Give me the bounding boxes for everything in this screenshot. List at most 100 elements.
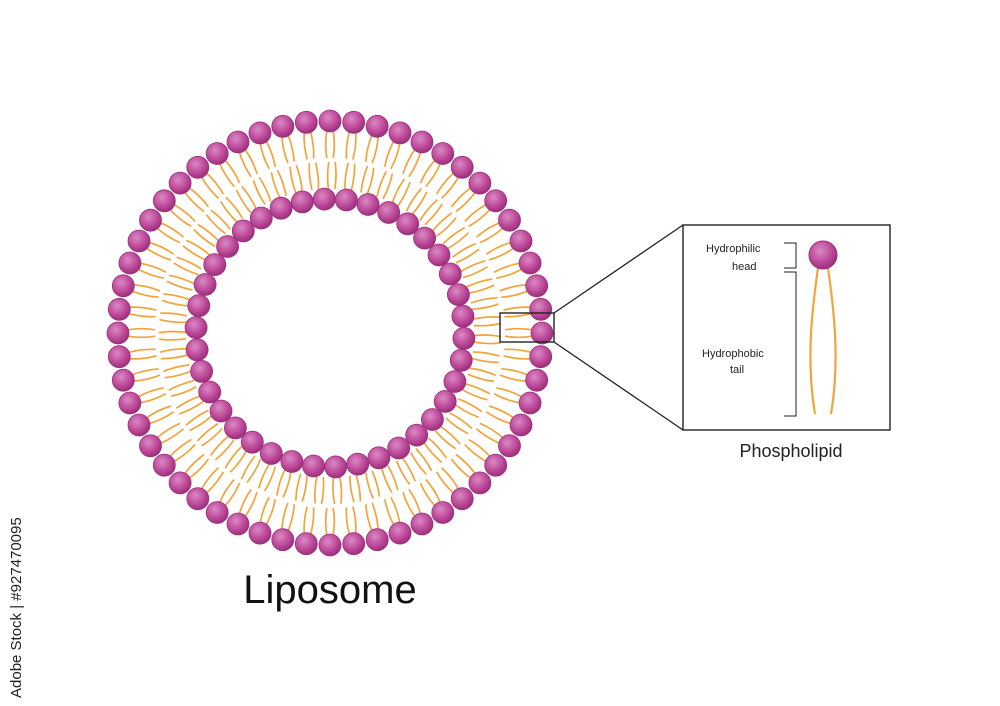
- lipid-tail: [454, 403, 480, 419]
- lipid-tail: [383, 499, 395, 526]
- lipid-tail: [464, 203, 487, 222]
- lipid-tail: [276, 169, 288, 196]
- lipid-tail: [472, 351, 500, 357]
- lipid-head: [118, 391, 142, 415]
- lipid-head: [509, 229, 533, 253]
- lipid-tail: [462, 265, 489, 279]
- lipid-tail: [475, 222, 500, 238]
- lipid-head: [168, 471, 192, 495]
- lipid-tail: [464, 382, 491, 395]
- lipid-tail: [156, 227, 181, 244]
- lipid-tail: [175, 395, 201, 409]
- lipid-tail: [244, 491, 258, 517]
- lipid-tail: [439, 425, 461, 445]
- lipid-tail: [294, 473, 302, 501]
- lipid-head: [484, 189, 508, 213]
- lipid-tail: [451, 242, 477, 258]
- lipid-tail: [395, 460, 411, 485]
- lipid-head: [438, 262, 462, 286]
- lipid-head: [420, 408, 444, 431]
- lipid-tail: [431, 212, 453, 233]
- lipid-head: [111, 274, 135, 298]
- lipid-head: [107, 345, 131, 369]
- lipid-head: [525, 274, 549, 298]
- lipid-head: [184, 316, 208, 340]
- lipid-tail: [324, 507, 328, 536]
- lipid-tail: [176, 256, 202, 270]
- lipid-tail: [287, 504, 296, 531]
- lipid-tail: [133, 374, 161, 382]
- outer-leaflet-tails: [127, 130, 533, 536]
- lipid-tail: [504, 312, 532, 318]
- lipid-tail: [188, 187, 210, 208]
- lipid-tail: [459, 259, 486, 273]
- lipid-tail: [468, 284, 495, 294]
- lipid-head: [248, 121, 272, 145]
- lipid-tail: [435, 471, 454, 494]
- lipid-tail: [446, 232, 470, 250]
- lipid-head: [205, 501, 229, 524]
- lipid-tail: [220, 200, 239, 224]
- lipid-tail: [295, 164, 303, 192]
- lipid-tail: [219, 163, 235, 188]
- lipid-tail: [425, 163, 441, 188]
- lipid-tail: [469, 367, 497, 377]
- lipid-tail: [132, 367, 159, 376]
- lipid-head: [484, 453, 508, 477]
- lipid-tail: [159, 347, 187, 354]
- liposome: [106, 109, 554, 557]
- lipid-head: [443, 370, 467, 393]
- lipid-head: [271, 528, 295, 552]
- lipid-tail: [409, 451, 427, 475]
- lipid-tail: [471, 303, 499, 311]
- lipid-tail: [303, 506, 309, 534]
- lipid-head: [410, 512, 434, 536]
- lipid-tail: [471, 357, 499, 364]
- lipid-tail: [161, 299, 189, 307]
- lipid-tail: [238, 152, 252, 178]
- inset-caption: Phospholipid: [739, 441, 842, 461]
- lipid-head: [346, 452, 370, 476]
- lipid-head: [205, 142, 229, 165]
- lipid-tail: [455, 248, 480, 264]
- lipid-tail: [224, 482, 241, 507]
- head-label-line2: head: [732, 261, 756, 273]
- lipid-tail: [504, 348, 532, 354]
- lipid-tail: [169, 209, 192, 228]
- lipid-head: [216, 235, 240, 258]
- lipid-tail: [132, 290, 159, 299]
- lipid-tail: [504, 335, 533, 339]
- lipid-head: [118, 251, 142, 275]
- lipid-tail: [146, 405, 172, 419]
- lipid-tail: [313, 476, 318, 504]
- tail-bracket: [784, 271, 797, 417]
- lipid-tail: [332, 476, 336, 505]
- inset-frame: [682, 224, 891, 431]
- lipid-tail: [309, 507, 315, 535]
- lipid-head: [525, 368, 549, 392]
- outer-leaflet-heads: [106, 109, 554, 557]
- lipid-head: [410, 130, 434, 154]
- zoom-line-top: [553, 224, 684, 314]
- lipid-head: [294, 532, 318, 556]
- lipid-head: [111, 368, 135, 392]
- lipid-head: [139, 208, 162, 232]
- lipid-head: [127, 229, 151, 253]
- lipid-tail: [224, 445, 243, 469]
- lipid-tail: [496, 386, 523, 398]
- lipid-tail: [348, 475, 355, 503]
- tail-label-line2: tail: [730, 364, 744, 376]
- lipid-tail: [488, 405, 514, 419]
- lipid-tail: [225, 196, 244, 219]
- lipid-tail: [309, 131, 315, 159]
- lipid-head: [356, 193, 380, 216]
- lipid-tail: [137, 386, 164, 398]
- lipid-tail: [185, 239, 210, 256]
- lipid-tail: [450, 458, 472, 479]
- lipid-head: [377, 201, 401, 224]
- lipid-head: [431, 142, 455, 165]
- lipid-tail: [332, 507, 336, 536]
- lipid-tail: [468, 438, 491, 457]
- lipid-head: [168, 171, 192, 195]
- lipid-tail: [345, 507, 351, 535]
